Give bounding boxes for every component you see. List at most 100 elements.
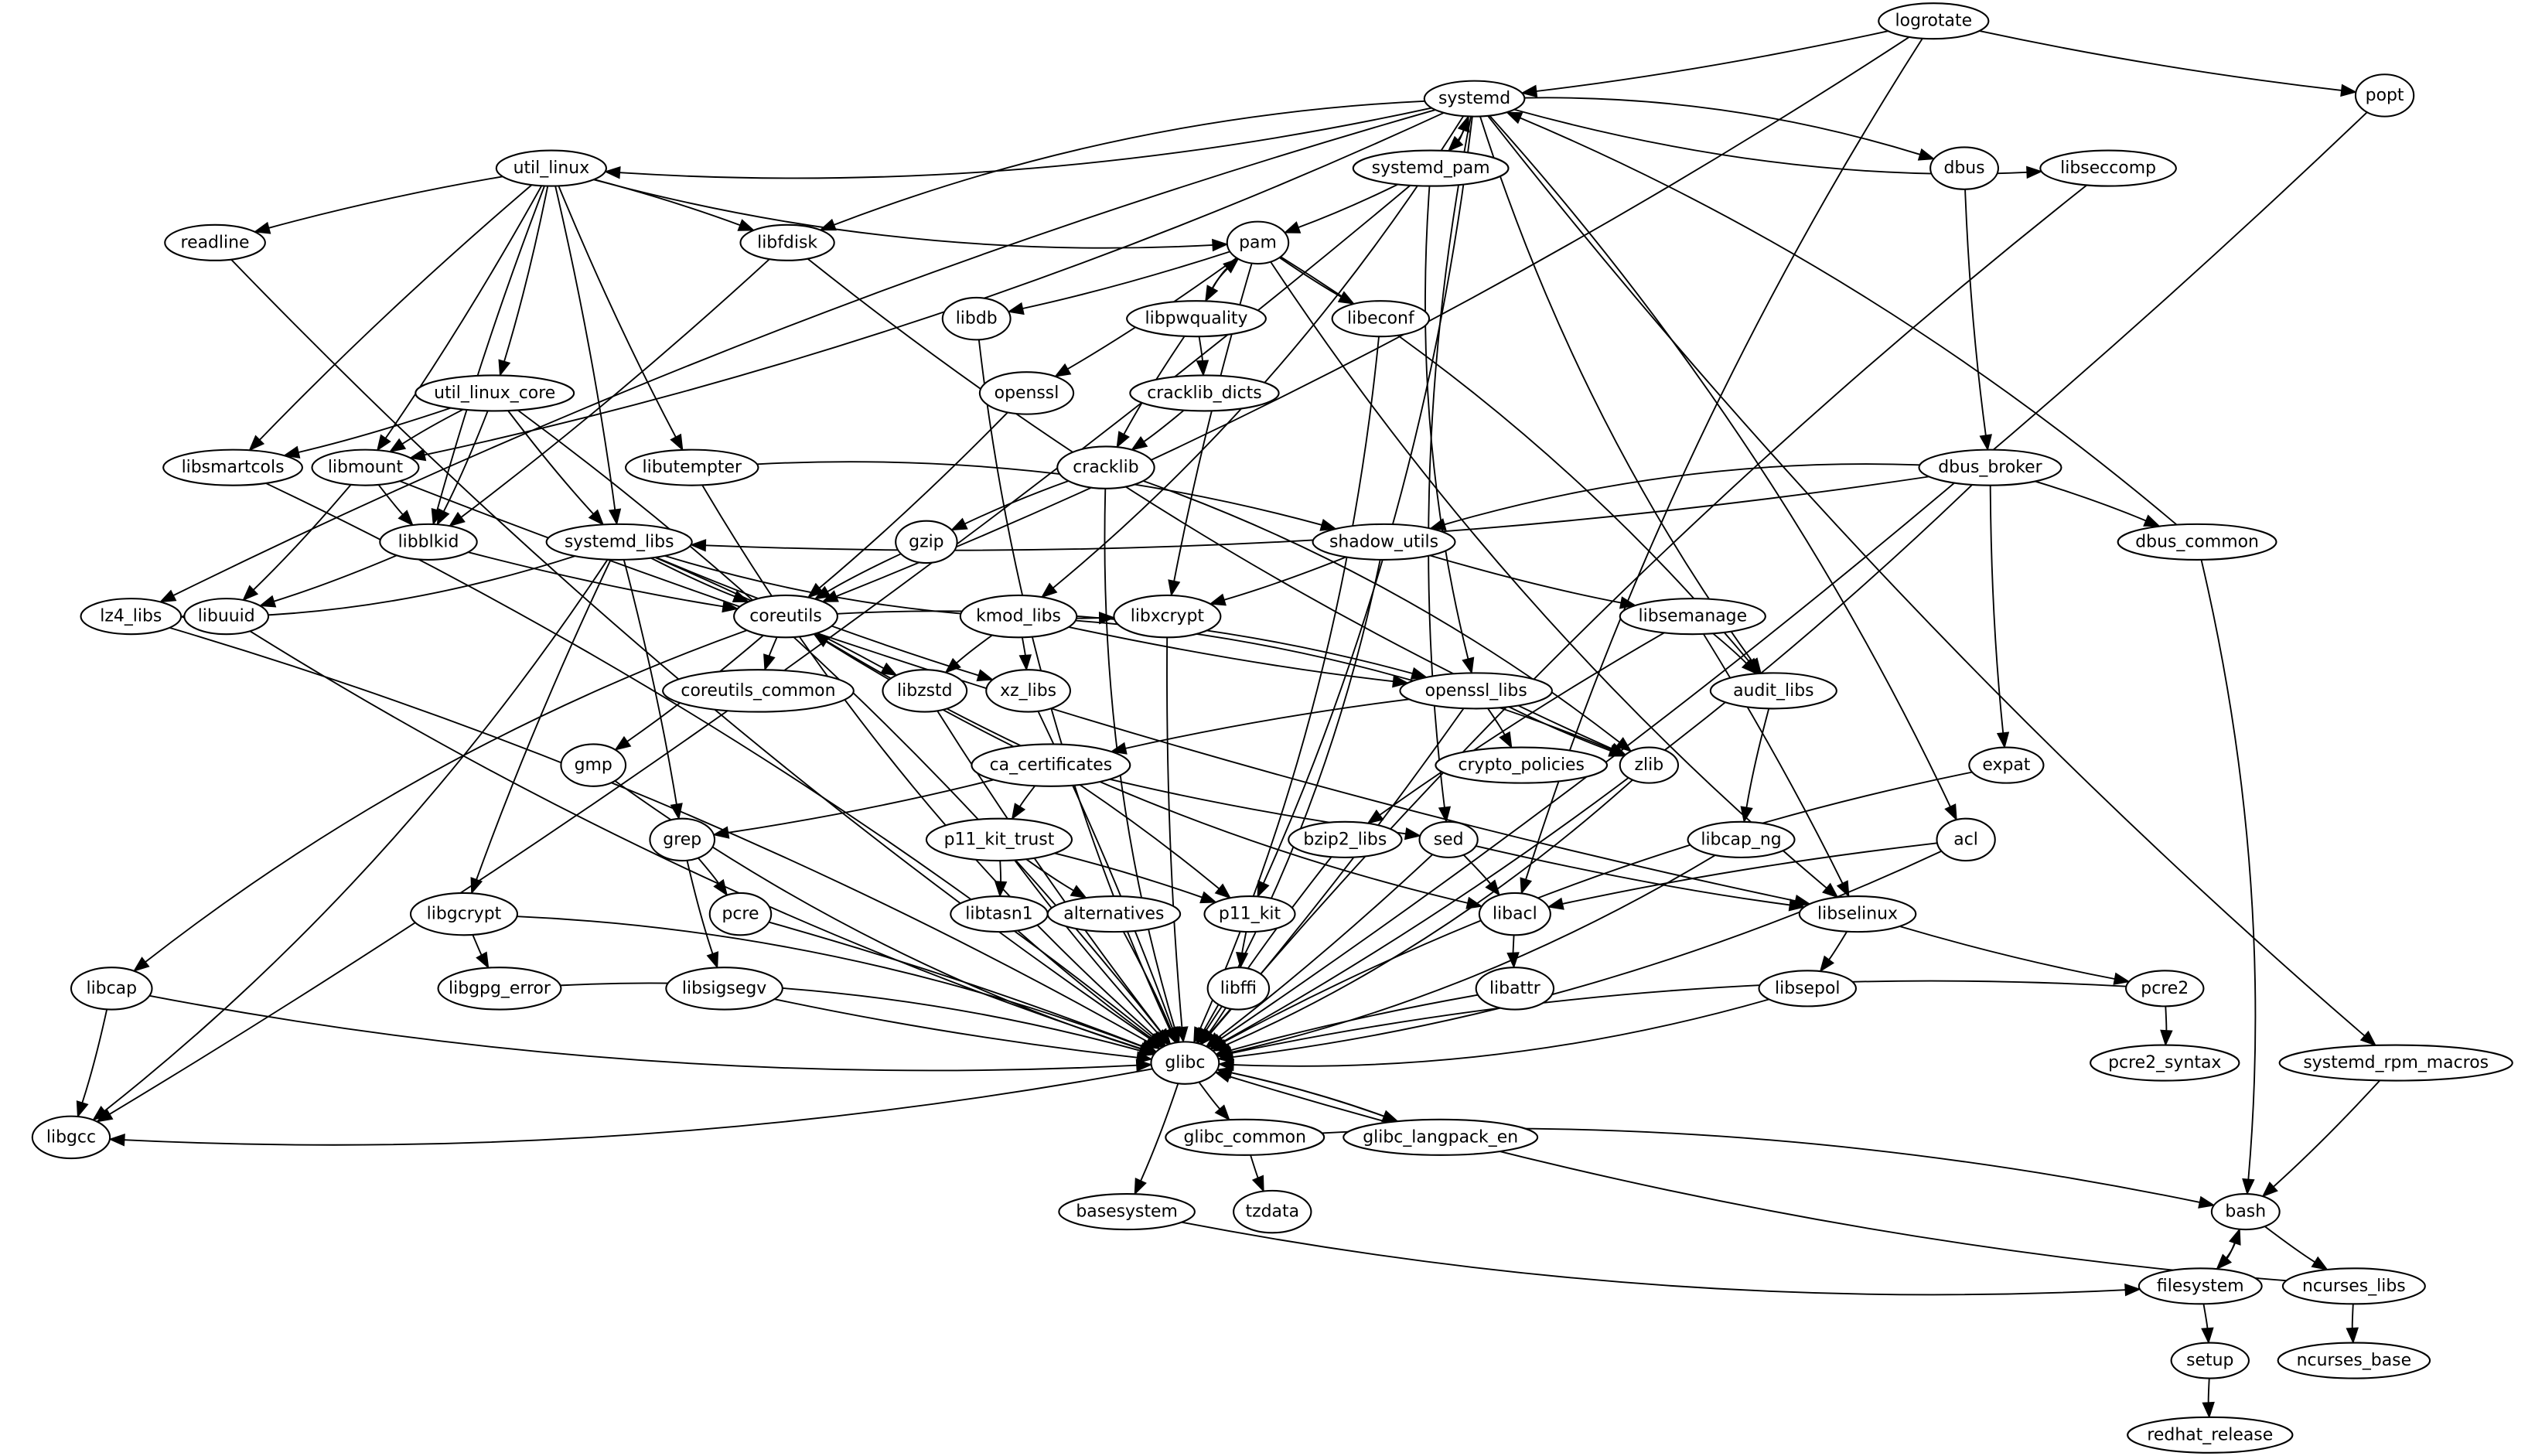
node-systemd-libs[interactable]: systemd_libs (545, 523, 693, 561)
arrowhead-icon (1819, 955, 1835, 973)
edge-line (1424, 186, 1469, 660)
edge-util_linux-to-libmount (376, 185, 543, 452)
arrowhead-icon (376, 434, 391, 452)
node-libsmartcols[interactable]: libsmartcols (162, 448, 303, 486)
node-glibc[interactable]: glibc (1150, 1041, 1220, 1085)
node-libacl[interactable]: libacl (1478, 892, 1551, 936)
node-systemd-rpm-macros[interactable]: systemd_rpm_macros (2278, 1044, 2513, 1082)
node-libblkid[interactable]: libblkid (379, 523, 478, 561)
node-filesystem[interactable]: filesystem (2138, 1267, 2263, 1305)
node-openssl-libs[interactable]: openssl_libs (1399, 672, 1553, 710)
node-pam[interactable]: pam (1226, 220, 1290, 265)
node-tzdata[interactable]: tzdata (1233, 1189, 1312, 1234)
node-dbus[interactable]: dbus (1929, 146, 1999, 190)
node-systemd[interactable]: systemd (1423, 80, 1526, 118)
node-xz-libs[interactable]: xz_libs (985, 669, 1071, 713)
node-openssl[interactable]: openssl (978, 371, 1075, 415)
node-pcre2-syntax[interactable]: pcre2_syntax (2090, 1044, 2240, 1082)
node-libfdisk[interactable]: libfdisk (739, 223, 835, 261)
edge-line (1053, 115, 1465, 589)
node-coreutils-common[interactable]: coreutils_common (662, 669, 855, 713)
node-setup[interactable]: setup (2170, 1342, 2250, 1379)
node-libxcrypt[interactable]: libxcrypt (1113, 594, 1222, 639)
node-label: libblkid (398, 532, 459, 551)
node-libdb[interactable]: libdb (941, 296, 1012, 341)
node-cracklib-dicts[interactable]: cracklib_dicts (1129, 374, 1280, 412)
node-label: basesystem (1076, 1202, 1178, 1222)
node-libsemanage[interactable]: libsemanage (1619, 598, 1766, 636)
node-lz4-libs[interactable]: lz4_libs (80, 598, 183, 636)
edge-line (1270, 261, 1827, 889)
node-libselinux[interactable]: libselinux (1798, 895, 1917, 933)
node-shadow-utils[interactable]: shadow_utils (1312, 523, 1456, 561)
node-gzip[interactable]: gzip (895, 520, 958, 564)
arrowhead-icon (2346, 1327, 2359, 1345)
node-cracklib[interactable]: cracklib (1056, 445, 1155, 489)
node-libcap-ng[interactable]: libcap_ng (1687, 820, 1796, 858)
node-acl[interactable]: acl (1936, 817, 1996, 862)
edge-kmod_libs-to-xz_libs (1018, 637, 1032, 671)
node-p11-kit[interactable]: p11_kit (1203, 895, 1296, 933)
node-dbus-broker[interactable]: dbus_broker (1918, 448, 2062, 486)
edge-sed-to-glibc (1205, 854, 1434, 1048)
node-libeconf[interactable]: libeconf (1331, 300, 1431, 338)
node-libcap[interactable]: libcap (70, 967, 153, 1011)
edge-libeconf-to-glibc (1193, 336, 1380, 1045)
node-libffi[interactable]: libffi (1206, 967, 1271, 1011)
node-bzip2-libs[interactable]: bzip2_libs (1288, 820, 1403, 858)
node-audit-libs[interactable]: audit_libs (1709, 672, 1837, 710)
node-redhat-release[interactable]: redhat_release (2127, 1416, 2294, 1454)
node-coreutils[interactable]: coreutils (733, 594, 838, 639)
node-pcre[interactable]: pcre (708, 892, 773, 936)
node-ca-certificates[interactable]: ca_certificates (971, 743, 1131, 787)
node-ncurses-libs[interactable]: ncurses_libs (2281, 1267, 2426, 1305)
edge-line (253, 484, 352, 591)
node-systemd-pam[interactable]: systemd_pam (1352, 149, 1510, 187)
node-kmod-libs[interactable]: kmod_libs (959, 594, 1078, 639)
node-popt[interactable]: popt (2354, 73, 2415, 118)
node-gmp[interactable]: gmp (560, 743, 627, 787)
node-util-linux-core[interactable]: util_linux_core (415, 374, 575, 412)
node-label: libgcc (46, 1127, 96, 1147)
node-libtasn1[interactable]: libtasn1 (950, 895, 1049, 933)
node-libmount[interactable]: libmount (311, 448, 420, 486)
node-libpwquality[interactable]: libpwquality (1126, 300, 1267, 338)
node-glibc-common[interactable]: glibc_common (1165, 1118, 1326, 1156)
arrowhead-icon (1740, 806, 1753, 823)
node-grep[interactable]: grep (649, 817, 716, 862)
node-libzstd[interactable]: libzstd (882, 669, 968, 713)
node-libattr[interactable]: libattr (1475, 967, 1555, 1011)
arrowhead-icon (1788, 898, 1806, 912)
node-shape (1288, 820, 1403, 858)
node-glibc-langpack-en[interactable]: glibc_langpack_en (1343, 1118, 1539, 1156)
node-libsigsegv[interactable]: libsigsegv (665, 967, 783, 1011)
edge-libutempter-to-shadow_utils (756, 461, 1337, 531)
node-libseccomp[interactable]: libseccomp (2039, 149, 2177, 187)
node-readline[interactable]: readline (164, 223, 266, 261)
node-shape (379, 523, 478, 561)
edge-util_linux-to-readline (253, 176, 503, 234)
node-dbus-common[interactable]: dbus_common (2117, 523, 2277, 561)
node-ncurses-base[interactable]: ncurses_base (2277, 1342, 2431, 1379)
node-basesystem[interactable]: basesystem (1058, 1193, 1196, 1231)
node-shape (545, 523, 693, 561)
node-libgcc[interactable]: libgcc (31, 1115, 111, 1160)
node-expat[interactable]: expat (1968, 746, 2045, 784)
edge-audit_libs-to-libcap_ng (1740, 708, 1770, 823)
node-sed[interactable]: sed (1418, 820, 1479, 858)
node-libgcrypt[interactable]: libgcrypt (409, 892, 519, 936)
node-libuuid[interactable]: libuuid (183, 598, 270, 636)
node-shape (1203, 895, 1296, 933)
node-libutempter[interactable]: libutempter (625, 448, 759, 486)
node-util-linux[interactable]: util_linux (495, 149, 608, 187)
node-alternatives[interactable]: alternatives (1046, 895, 1182, 933)
node-libgpg-error[interactable]: libgpg_error (437, 967, 562, 1011)
node-p11-kit-trust[interactable]: p11_kit_trust (925, 817, 1073, 862)
node-bash[interactable]: bash (2210, 1193, 2281, 1231)
node-zlib[interactable]: zlib (1619, 746, 1680, 784)
node-logrotate[interactable]: logrotate (1878, 2, 1990, 40)
node-crypto-policies[interactable]: crypto_policies (1435, 746, 1609, 784)
edge-sed-to-libacl (1462, 854, 1501, 896)
node-pcre2[interactable]: pcre2 (2125, 970, 2205, 1008)
node-libsepol[interactable]: libsepol (1758, 970, 1858, 1008)
